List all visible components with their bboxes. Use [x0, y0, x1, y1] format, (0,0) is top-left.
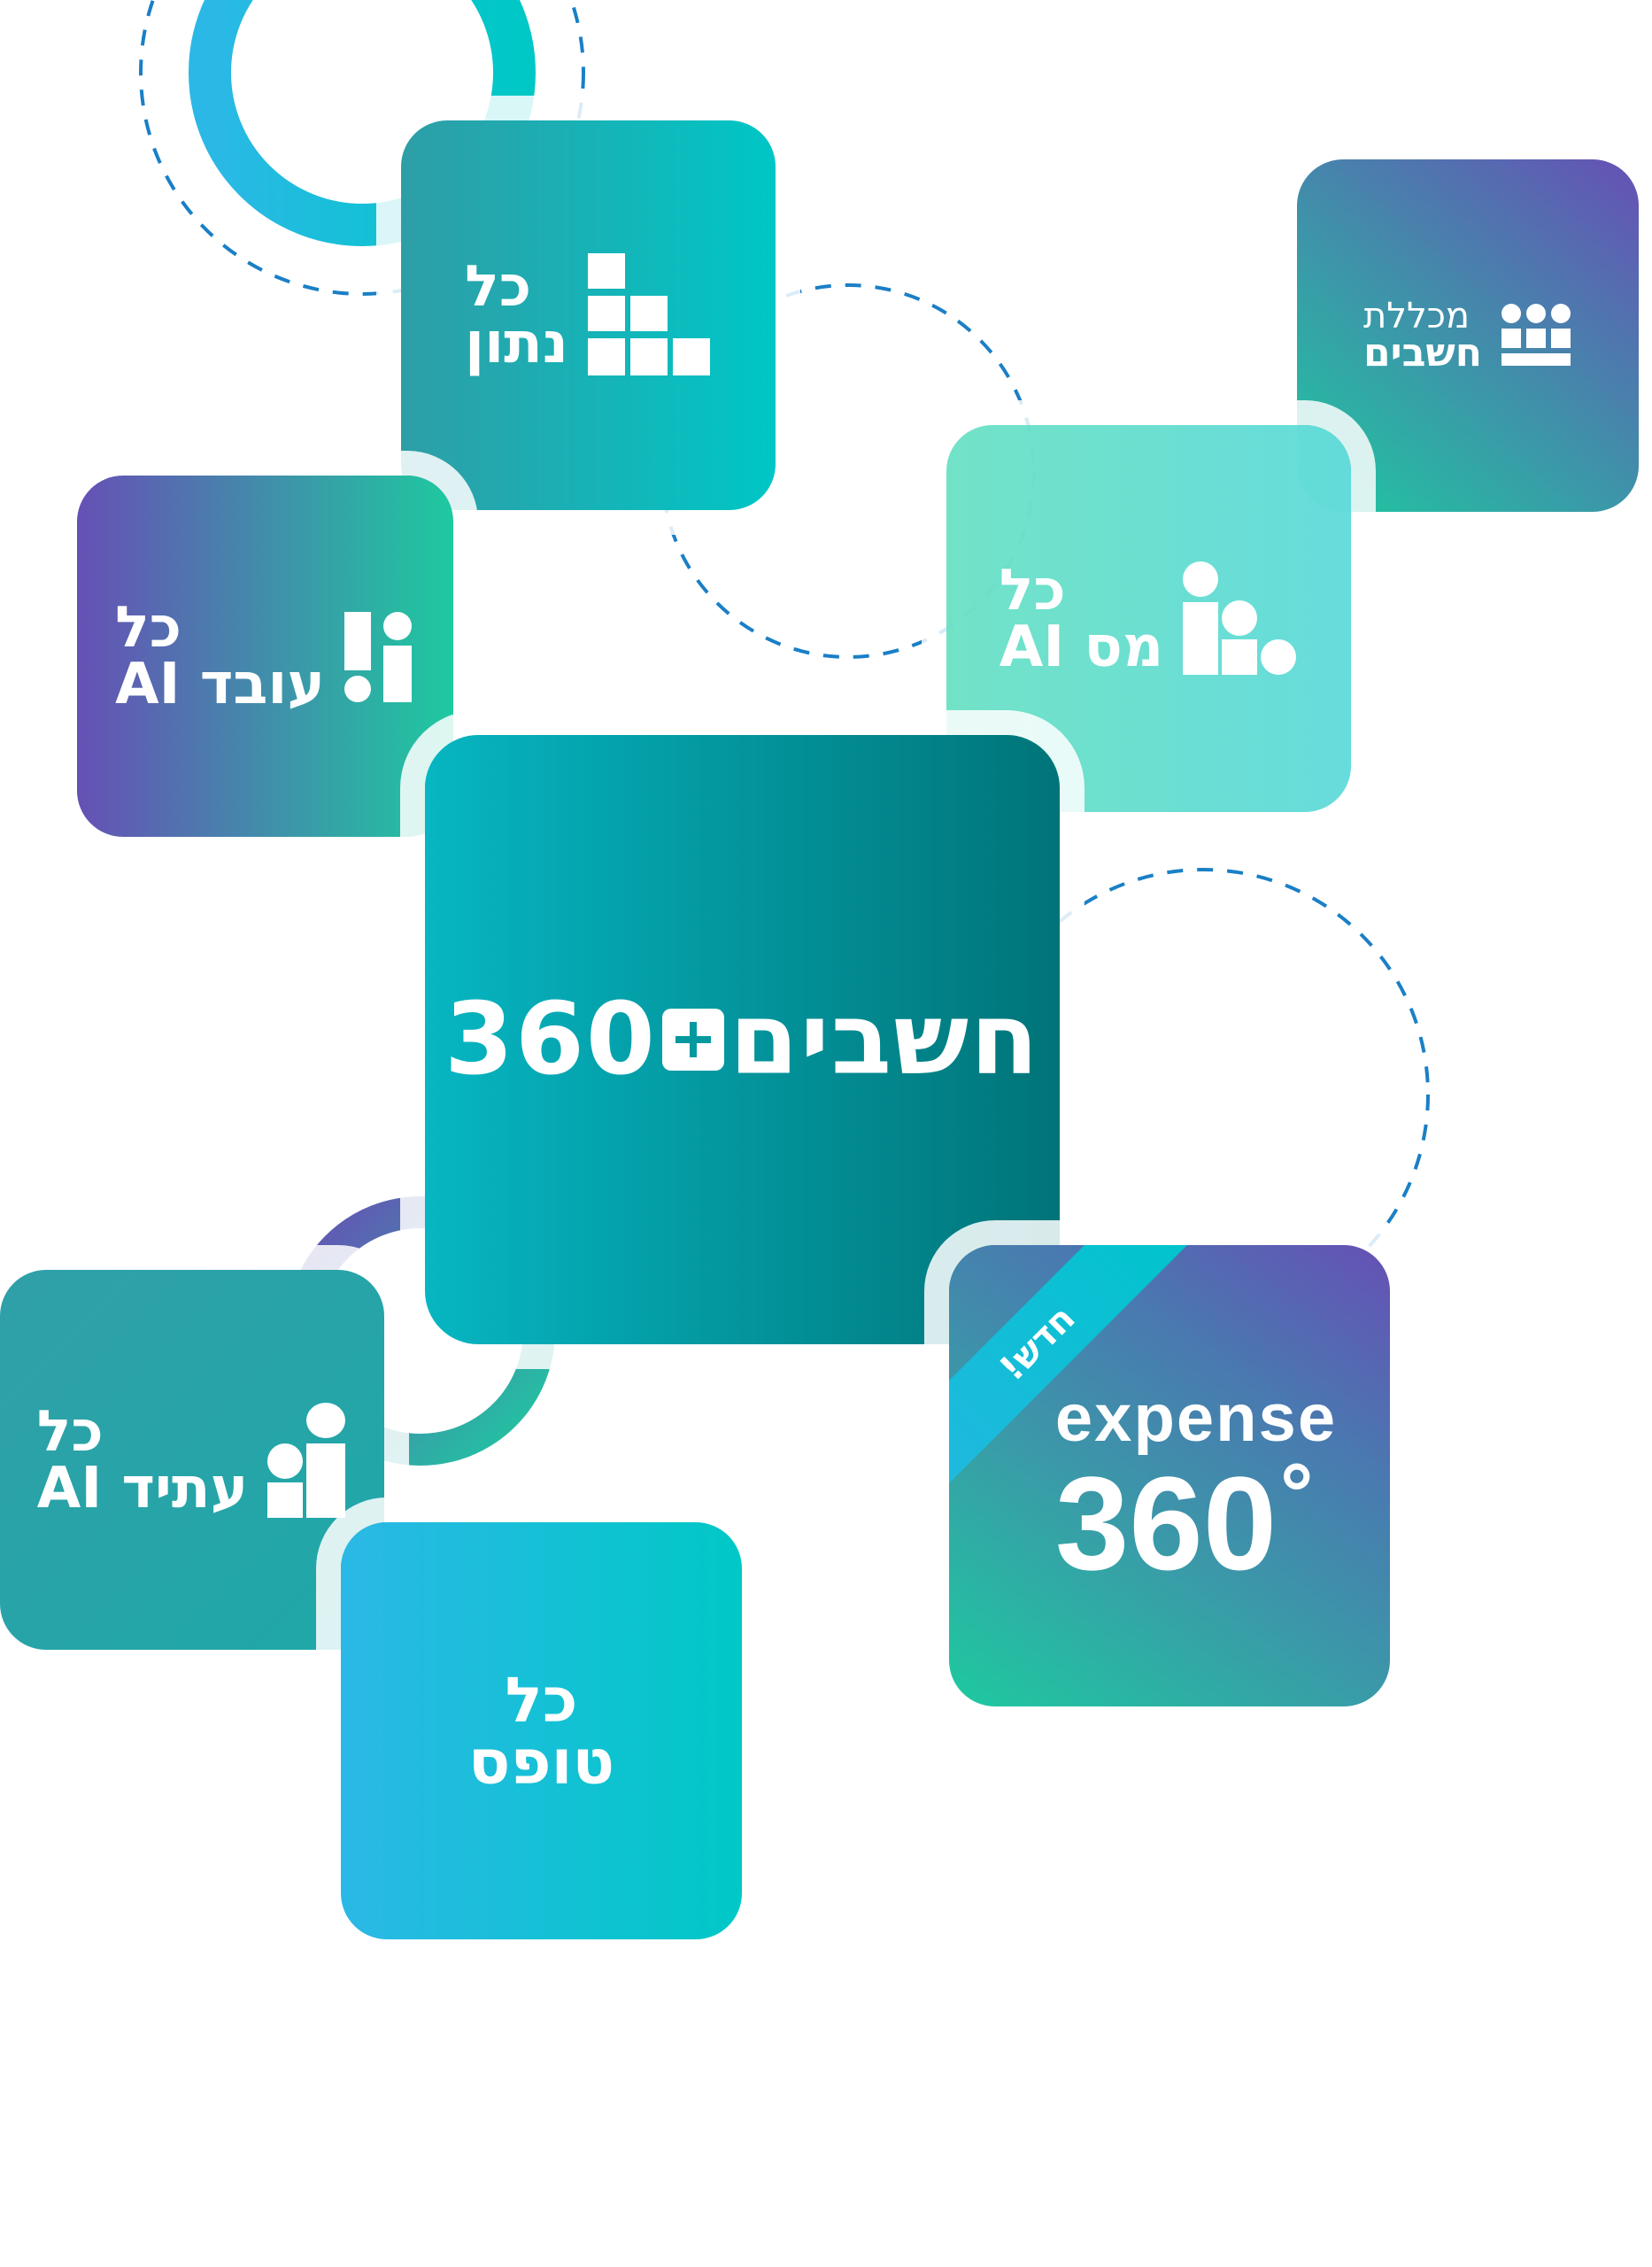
- dashed-circle-top: [139, 0, 585, 296]
- person-growth-icon: [267, 1402, 347, 1518]
- ring-top: [189, 0, 536, 246]
- brand-number: 360: [444, 982, 657, 1097]
- exclamation-person-icon: [344, 612, 415, 702]
- ai-label: AI: [36, 1455, 103, 1521]
- bar-blocks-icon: [587, 253, 712, 377]
- tile-kol-oved-ai[interactable]: כל עובד AI: [77, 476, 453, 837]
- tile-heshbim-360[interactable]: 360 חשבים: [425, 735, 1060, 1344]
- ai-label: AI: [115, 652, 181, 717]
- logo-text-line1: מכללת: [1363, 296, 1471, 337]
- logo-text-line1: כל: [999, 557, 1066, 623]
- degree-symbol: °: [1277, 1450, 1317, 1543]
- plus-icon: [661, 1009, 724, 1071]
- logo-text-line1: כל: [465, 254, 532, 320]
- expense-word: expense: [1054, 1381, 1338, 1456]
- logo-text-line2: עובד: [199, 652, 325, 717]
- tile-expense-360[interactable]: חדש! expense 360 °: [949, 1245, 1390, 1706]
- logo-text-line2: חשבים: [1363, 330, 1483, 375]
- logo-text-line2: טופס: [467, 1725, 615, 1799]
- expense-number: 360: [1054, 1449, 1278, 1598]
- people-group-icon: [1183, 561, 1298, 677]
- ai-label: AI: [999, 614, 1065, 680]
- logo-text-line1: כל: [115, 595, 182, 661]
- brand-name: חשבים: [729, 982, 1040, 1097]
- logo-text-line1: כל: [505, 1663, 578, 1737]
- logo-text-line2: נתון: [465, 311, 568, 376]
- new-badge: חדש!: [992, 1297, 1084, 1389]
- logo-text-line2: מס: [1084, 614, 1164, 680]
- people-dots-icon: [1501, 304, 1572, 368]
- logo-text-line1: כל: [36, 1398, 104, 1465]
- logo-text-line2: עתיד: [121, 1455, 249, 1521]
- tile-kol-atid-ai[interactable]: כל עתיד AI: [0, 1270, 384, 1650]
